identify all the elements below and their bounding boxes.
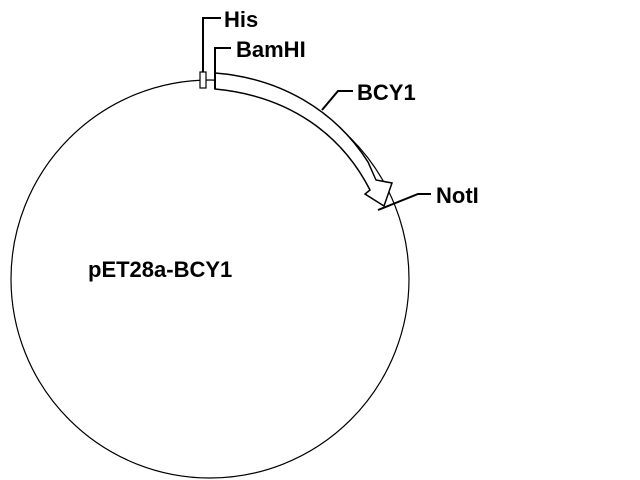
noti-label: NotI: [436, 183, 479, 208]
his-label: His: [224, 7, 258, 32]
plasmid-backbone: [10, 79, 410, 479]
noti-leader: [377, 193, 431, 211]
bamhi-label: BamHI: [236, 37, 306, 62]
his-leader: [202, 17, 221, 72]
his-tag-box: [199, 71, 207, 89]
bcy1-leader: [321, 90, 353, 111]
bamhi-leader: [214, 47, 231, 89]
bcy1-label: BCY1: [357, 80, 416, 105]
bcy1-insert-arrow: [214, 72, 393, 208]
plasmid-name: pET28a-BCY1: [88, 257, 232, 282]
